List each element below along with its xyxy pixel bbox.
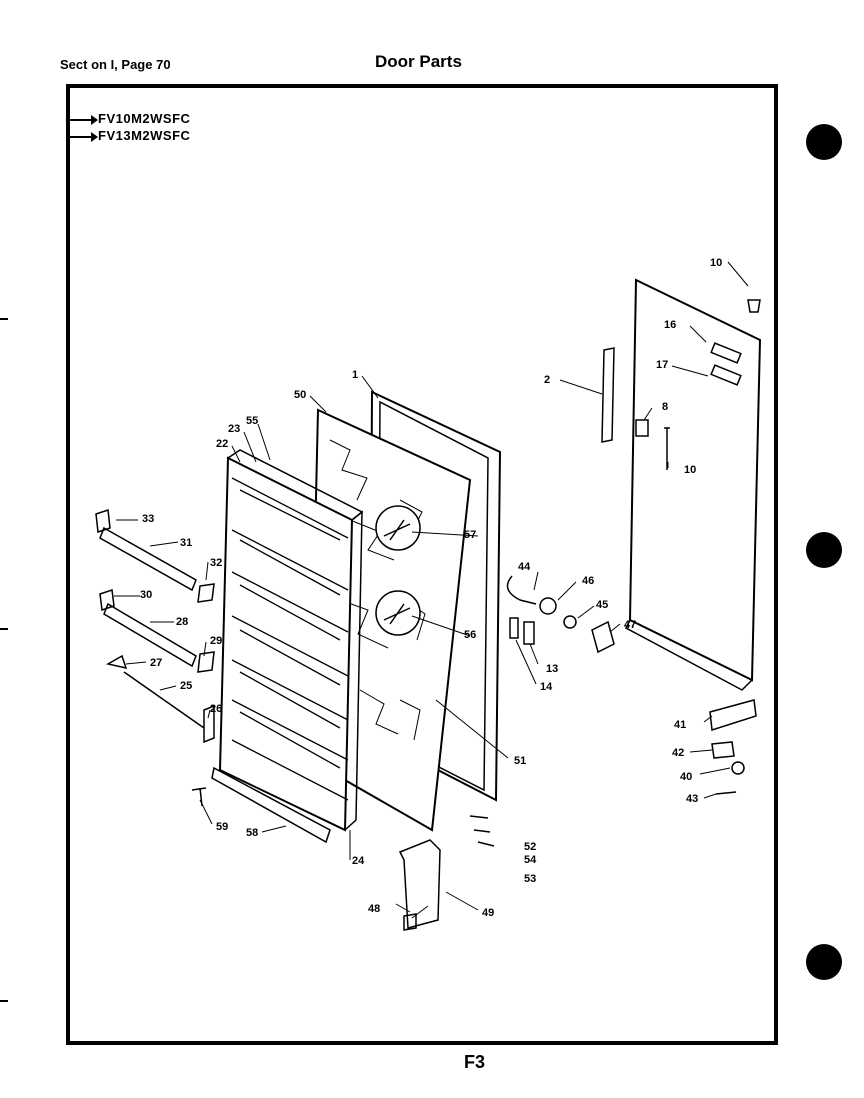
callout-labels: 1 2 8 10 10 16 17 13 14 22 23 24 25 26 2… bbox=[140, 257, 722, 919]
section-page-label: Sect on I, Page 70 bbox=[60, 57, 171, 72]
part-52-screw bbox=[469, 815, 495, 847]
insulation-texture bbox=[329, 439, 426, 741]
screw-icon bbox=[383, 603, 411, 625]
callout-28: 28 bbox=[176, 616, 188, 628]
callout-8: 8 bbox=[662, 401, 668, 413]
callout-56: 56 bbox=[464, 629, 476, 641]
part-25-rod bbox=[123, 671, 205, 729]
callout-29: 29 bbox=[210, 635, 222, 647]
callout-17: 17 bbox=[656, 359, 668, 371]
callout-45: 45 bbox=[596, 599, 608, 611]
part-45-bushing bbox=[563, 615, 577, 629]
model-item: FV10M2WSFC bbox=[70, 111, 190, 126]
callout-48: 48 bbox=[368, 903, 380, 915]
callout-49: 49 bbox=[482, 907, 494, 919]
outer-door-edge bbox=[625, 619, 753, 691]
callout-32: 32 bbox=[210, 557, 222, 569]
callout-19: 10 bbox=[710, 257, 722, 269]
binder-hole-icon bbox=[806, 532, 842, 568]
callout-31: 31 bbox=[180, 537, 192, 549]
part-16-icon bbox=[710, 342, 742, 364]
outer-door-panel bbox=[628, 278, 762, 682]
model-label: FV13M2WSFC bbox=[98, 128, 191, 143]
page-title: Door Parts bbox=[375, 52, 462, 71]
part-44-hinge bbox=[506, 575, 537, 605]
part-17-icon bbox=[710, 364, 742, 386]
part-42-bracket bbox=[711, 741, 735, 759]
callout-53: 53 bbox=[524, 873, 536, 885]
edge-mark bbox=[0, 318, 8, 320]
callout-23: 23 bbox=[228, 423, 240, 435]
part-2-handle bbox=[601, 347, 615, 443]
part-29-bracket bbox=[197, 651, 215, 673]
callout-43: 43 bbox=[686, 793, 698, 805]
callout-16: 16 bbox=[664, 319, 676, 331]
part-46-cap bbox=[539, 597, 557, 615]
part-32-bracket bbox=[197, 583, 215, 603]
door-liner-top bbox=[227, 449, 364, 521]
callout-1: 1 bbox=[352, 369, 358, 381]
diagram-frame bbox=[66, 84, 778, 1045]
part-13-icon bbox=[523, 621, 535, 645]
part-41-hinge bbox=[709, 699, 757, 731]
callout-58: 58 bbox=[246, 827, 258, 839]
part-27-clip bbox=[105, 654, 128, 670]
part-14-icon bbox=[509, 617, 519, 639]
part-26-pin bbox=[203, 704, 215, 744]
screw-icon bbox=[383, 519, 411, 541]
callout-54: 54 bbox=[524, 854, 537, 866]
part-33-clip bbox=[95, 508, 111, 534]
callout-30: 30 bbox=[140, 589, 152, 601]
page-code: F3 bbox=[464, 1052, 486, 1072]
callout-47: 47 bbox=[624, 619, 636, 631]
callout-10: 10 bbox=[684, 464, 696, 476]
part-31-rail bbox=[99, 526, 197, 592]
arrow-icon bbox=[70, 114, 98, 125]
callout-22: 22 bbox=[216, 438, 228, 450]
callout-41: 41 bbox=[674, 719, 686, 731]
callout-14: 14 bbox=[540, 681, 553, 693]
callout-42: 42 bbox=[672, 747, 684, 759]
door-shelves bbox=[231, 477, 349, 801]
callout-40: 40 bbox=[680, 771, 692, 783]
part-40-bushing bbox=[731, 761, 745, 775]
part-8-icon bbox=[635, 419, 649, 437]
part-28-rail bbox=[103, 602, 197, 668]
callout-55: 55 bbox=[246, 415, 258, 427]
callout-51: 51 bbox=[514, 755, 526, 767]
part-59-screw bbox=[191, 787, 207, 807]
callout-57: 57 bbox=[464, 529, 476, 541]
leader-lines bbox=[114, 261, 749, 919]
callout-50: 50 bbox=[294, 389, 306, 401]
part-43-screw bbox=[715, 791, 737, 795]
arrow-icon bbox=[70, 131, 98, 142]
binder-hole-icon bbox=[806, 124, 842, 160]
callout-46: 46 bbox=[582, 575, 594, 587]
door-bottom-trim bbox=[211, 766, 331, 844]
callout-33: 33 bbox=[142, 513, 154, 525]
part-10-screw bbox=[664, 427, 670, 470]
callout-26: 26 bbox=[210, 703, 222, 715]
callout-27: 27 bbox=[150, 657, 162, 669]
binder-hole-icon bbox=[806, 944, 842, 980]
callout-13: 13 bbox=[546, 663, 558, 675]
part-30-clip bbox=[99, 588, 115, 612]
model-label: FV10M2WSFC bbox=[98, 111, 191, 126]
part-49-block bbox=[398, 839, 441, 929]
callout-2: 2 bbox=[544, 374, 550, 386]
model-item: FV13M2WSFC bbox=[70, 128, 190, 143]
callout-24: 24 bbox=[352, 855, 365, 867]
callout-59: 59 bbox=[216, 821, 228, 833]
part-48-foot bbox=[403, 913, 417, 931]
part-19-plug bbox=[747, 299, 761, 313]
part-47-block bbox=[591, 620, 615, 654]
callout-44: 44 bbox=[518, 561, 531, 573]
edge-mark bbox=[0, 628, 8, 630]
callout-25: 25 bbox=[180, 680, 192, 692]
edge-mark bbox=[0, 1000, 8, 1002]
callout-52: 52 bbox=[524, 841, 536, 853]
